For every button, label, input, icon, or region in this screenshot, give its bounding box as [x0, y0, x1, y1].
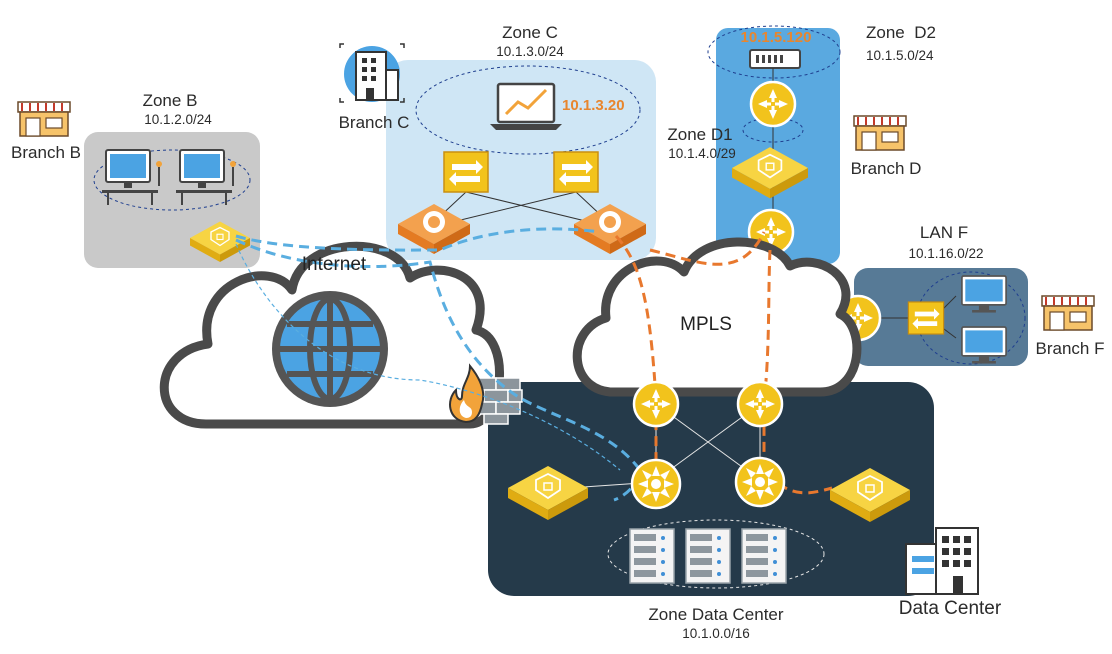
branch-b-label: Branch B	[11, 143, 81, 162]
zone-c-box	[386, 60, 656, 260]
internet-label: Internet	[302, 254, 367, 275]
firewall-icon	[449, 363, 523, 425]
router-icon	[632, 380, 680, 428]
store-icon	[17, 101, 71, 137]
internet-path	[235, 227, 642, 502]
globe-icon	[272, 291, 388, 407]
router-icon	[736, 380, 784, 428]
desktop-icon	[102, 149, 162, 205]
server-icon	[629, 528, 675, 584]
lan-f-subnet: 10.1.16.0/22	[908, 246, 983, 261]
zone-c-ip: 10.1.3.20	[562, 97, 625, 114]
data-center-label: Data Center	[899, 598, 1002, 619]
laptop-chart-icon	[490, 82, 562, 130]
building-icon	[905, 527, 979, 595]
router-icon	[749, 80, 797, 128]
zone-d2-name: Zone D2	[866, 23, 936, 42]
zone-b-name: Zone B	[143, 91, 198, 110]
mpls-label: MPLS	[680, 314, 732, 335]
lan-f-name: LAN F	[920, 223, 968, 242]
zone-d1-name: Zone D1	[667, 125, 732, 144]
branch-d-label: Branch D	[851, 159, 922, 178]
switch-icon	[443, 151, 489, 193]
core-router-icon	[630, 458, 682, 510]
zone-d2-ip: 10.1.5.120	[741, 29, 812, 46]
server-appliance-icon	[749, 49, 801, 69]
server-icon	[741, 528, 787, 584]
store-icon	[853, 115, 907, 151]
zone-d2-subnet: 10.1.5.0/24	[866, 48, 934, 63]
zone-dc-name: Zone Data Center	[648, 605, 783, 624]
mpls-cloud	[572, 237, 862, 397]
zone-b-subnet: 10.1.2.0/24	[144, 112, 212, 127]
desktop-icon	[176, 149, 236, 205]
branch-c-label: Branch C	[339, 113, 410, 132]
zone-c-name: Zone C	[502, 23, 558, 42]
branch-f-label: Branch F	[1036, 339, 1105, 358]
building-icon	[339, 43, 405, 103]
core-router-icon	[734, 456, 786, 508]
server-icon	[685, 528, 731, 584]
zone-d-box	[716, 28, 840, 264]
switch-icon	[553, 151, 599, 193]
switch-icon	[907, 301, 945, 335]
zone-dc-subnet: 10.1.0.0/16	[682, 626, 750, 641]
store-icon	[1041, 295, 1095, 331]
zone-c-subnet: 10.1.3.0/24	[496, 44, 564, 59]
zone-d1-subnet: 10.1.4.0/29	[668, 146, 736, 161]
